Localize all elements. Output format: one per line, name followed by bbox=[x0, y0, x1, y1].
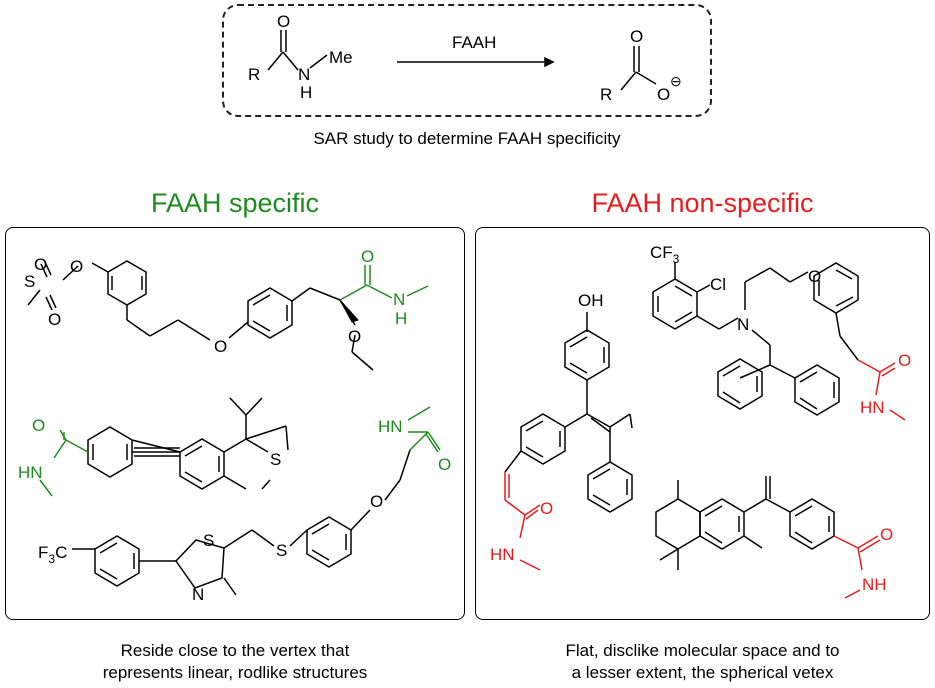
atom-HN-green: HN bbox=[378, 417, 403, 436]
reaction-scheme-box bbox=[222, 4, 712, 117]
atom-O: O bbox=[34, 255, 47, 274]
right-panel-title: FAAH non-specific bbox=[591, 188, 814, 218]
reaction-caption: SAR study to determine FAAH specificity bbox=[313, 129, 621, 148]
atom-F3C: F3C bbox=[38, 543, 67, 566]
atom-O: O bbox=[808, 267, 821, 286]
atom-O: O bbox=[630, 27, 643, 46]
right-caption-line-2: a lesser extent, the spherical vetex bbox=[571, 663, 834, 682]
amide-group-red-1 bbox=[504, 472, 541, 571]
atom-O-minus: O bbox=[657, 85, 670, 104]
negative-charge: ⊖ bbox=[670, 73, 682, 89]
atom-O: O bbox=[348, 327, 361, 346]
amide-group-green-1 bbox=[339, 265, 429, 301]
left-panel-caption: Reside close to the vertex that represen… bbox=[5, 640, 465, 684]
molecule-stilbene bbox=[504, 312, 633, 513]
atom-R: R bbox=[248, 65, 260, 84]
reactant-amide bbox=[267, 30, 328, 71]
atom-S: S bbox=[24, 272, 35, 291]
atom-S: S bbox=[270, 450, 281, 469]
atom-O-green: O bbox=[32, 416, 45, 435]
reaction-arrow bbox=[397, 56, 555, 68]
atom-S: S bbox=[276, 541, 287, 560]
atom-O: O bbox=[214, 337, 227, 356]
molecule-benzylamine bbox=[652, 262, 859, 416]
atom-NH-red: NH bbox=[862, 575, 887, 594]
enzyme-label: FAAH bbox=[452, 33, 496, 52]
atom-O-red: O bbox=[898, 351, 911, 370]
product-carboxylate bbox=[620, 46, 657, 91]
atom-O: O bbox=[48, 310, 61, 329]
atom-O-green: O bbox=[361, 247, 374, 266]
atom-H: H bbox=[300, 83, 312, 102]
atom-O-green: O bbox=[438, 455, 451, 474]
molecule-tazarotene-like bbox=[87, 397, 289, 490]
atom-O: O bbox=[70, 257, 83, 276]
atom-N: N bbox=[298, 65, 310, 84]
right-panel-box bbox=[475, 227, 930, 620]
molecule-thiazole bbox=[72, 449, 411, 596]
molecule-tetralin bbox=[655, 476, 835, 570]
left-panel-title: FAAH specific bbox=[150, 188, 320, 218]
amide-group-green-3 bbox=[407, 406, 441, 453]
right-panel-caption: Flat, disclike molecular space and to a … bbox=[475, 640, 930, 684]
amide-group-red-3 bbox=[833, 535, 881, 599]
atom-Cl: Cl bbox=[710, 275, 726, 294]
atom-CF3: CF3 bbox=[650, 243, 680, 266]
amide-group-green-2 bbox=[39, 429, 89, 497]
atom-HN-red: HN bbox=[860, 398, 885, 417]
left-caption-line-2: represents linear, rodlike structures bbox=[102, 663, 368, 682]
left-panel-box bbox=[5, 227, 465, 620]
atom-Me: Me bbox=[329, 48, 353, 67]
atom-N-green: N bbox=[393, 290, 405, 309]
wedge-bond bbox=[339, 299, 359, 323]
amide-group-red-2 bbox=[857, 359, 906, 421]
atom-N: N bbox=[192, 585, 204, 604]
atom-O-red: O bbox=[540, 499, 553, 518]
atom-R: R bbox=[600, 85, 612, 104]
atom-S: S bbox=[203, 531, 214, 550]
atom-HN-red: HN bbox=[490, 545, 515, 564]
atom-N: N bbox=[737, 315, 749, 334]
atom-OH: OH bbox=[578, 291, 604, 310]
atom-HN-green: HN bbox=[18, 463, 43, 482]
left-caption-line-1: Reside close to the vertex that bbox=[120, 641, 350, 660]
atom-O-red: O bbox=[880, 525, 893, 544]
atom-H-green: H bbox=[395, 309, 407, 328]
right-caption-line-1: Flat, disclike molecular space and to bbox=[565, 641, 840, 660]
atom-O: O bbox=[277, 12, 290, 31]
atom-O: O bbox=[370, 492, 383, 511]
